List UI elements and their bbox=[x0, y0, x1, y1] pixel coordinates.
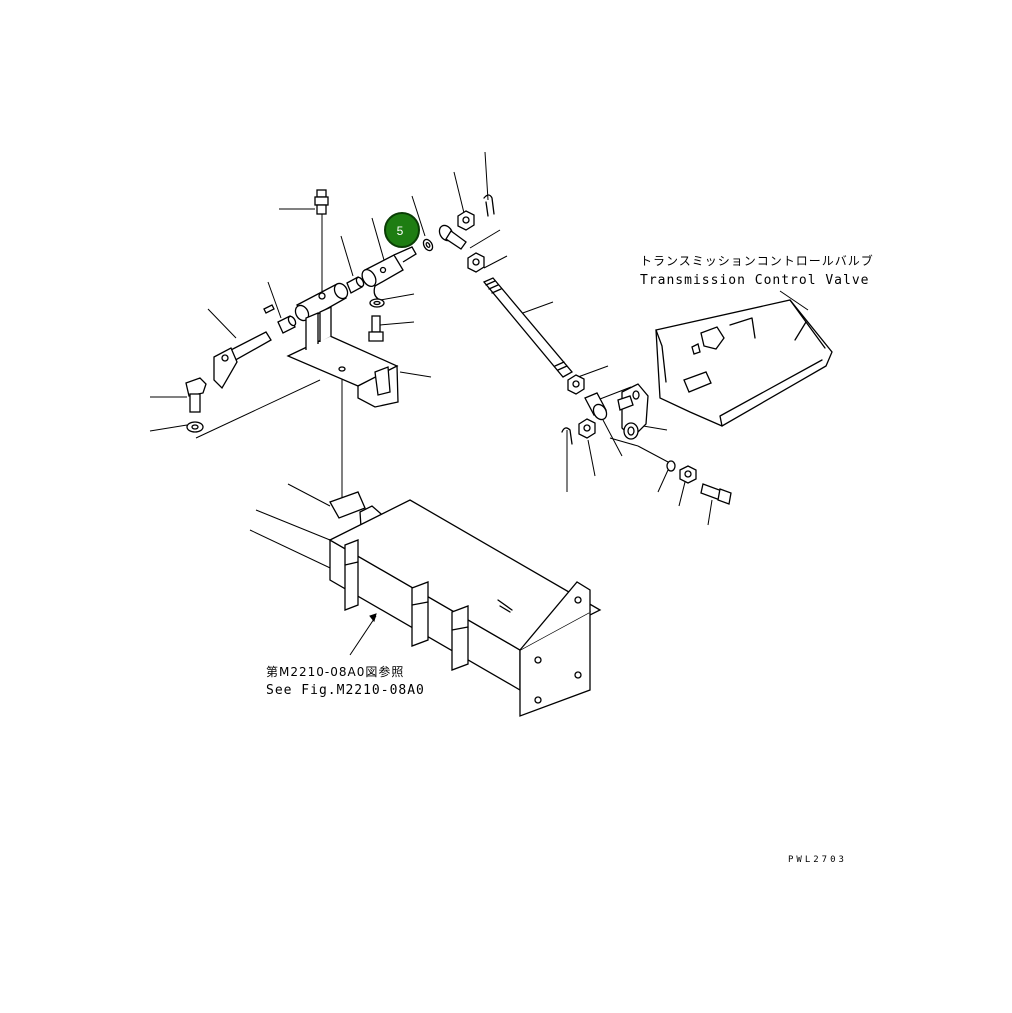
mounting-bracket bbox=[286, 305, 399, 408]
tcv-label-en: Transmission Control Valve bbox=[640, 273, 870, 288]
nut-lower bbox=[567, 374, 585, 395]
washer-left bbox=[186, 421, 204, 433]
nut-lower-left bbox=[578, 418, 596, 439]
nut-mid bbox=[467, 252, 485, 273]
bushing-small bbox=[346, 276, 365, 294]
callout-5[interactable]: 5 bbox=[384, 212, 420, 248]
bolt-small bbox=[368, 315, 384, 342]
washer-right bbox=[666, 460, 676, 472]
yoke-clevis bbox=[361, 246, 417, 301]
pin-small bbox=[263, 304, 275, 314]
rod-end-eye bbox=[438, 224, 467, 250]
nut-top bbox=[457, 210, 475, 231]
reference-arrow bbox=[349, 613, 377, 656]
grease-fitting bbox=[314, 189, 329, 215]
drawing-code: PWL2703 bbox=[788, 855, 847, 865]
tcv-label-jp: トランスミッションコントロールバルブ bbox=[640, 253, 874, 268]
bolt-left bbox=[185, 377, 207, 413]
clip-ring bbox=[369, 298, 385, 308]
lever-arm bbox=[213, 331, 272, 390]
nut-right bbox=[679, 465, 697, 484]
control-rod bbox=[482, 277, 574, 378]
bushing-left bbox=[277, 315, 297, 334]
cotter-pin-lower bbox=[561, 427, 573, 445]
washer-top bbox=[422, 238, 434, 252]
transmission-control-valve bbox=[655, 299, 833, 427]
valve-spool-lever bbox=[617, 383, 649, 440]
lever-shaft-tube bbox=[294, 282, 349, 322]
bolt-right bbox=[700, 483, 732, 505]
frame-assembly bbox=[328, 491, 602, 717]
callout-circle[interactable] bbox=[384, 212, 420, 248]
callout-number[interactable]: 5 bbox=[397, 224, 404, 238]
ref-label-jp: 第M2210-08A0図参照 bbox=[266, 664, 404, 679]
cotter-pin-top bbox=[483, 194, 495, 217]
rod-end-lower bbox=[584, 392, 608, 421]
ref-label-en: See Fig.M2210-08A0 bbox=[266, 683, 425, 698]
